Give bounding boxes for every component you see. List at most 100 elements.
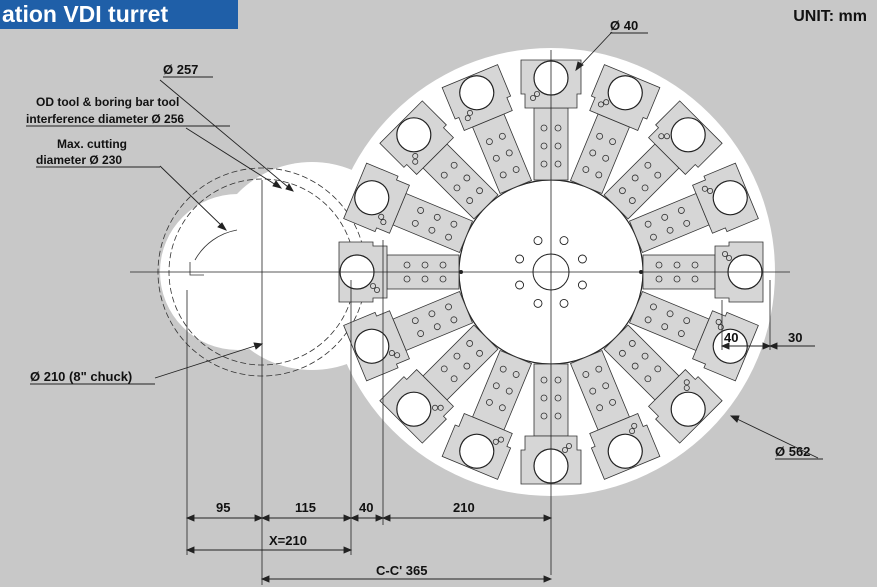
tool-screw [721,250,728,257]
tool-station [343,162,474,254]
holder-hole [596,404,604,412]
tool-station [569,349,661,480]
tool-screw [378,213,385,220]
holder-hole [463,174,471,182]
tool-screw [412,153,419,160]
tool-station [379,324,499,444]
tool-screw [562,446,569,453]
holder-hole [540,160,548,168]
tool-screw [412,158,419,165]
label-dim40-right: 40 [724,330,738,345]
holder-hole [486,138,493,146]
holder-hole [602,382,610,390]
holder-hole [650,303,657,311]
label-od-line2: interference diameter Ø 256 [26,112,184,126]
holder-hole [505,149,513,157]
holder-hole [589,387,597,395]
tool-screw [370,283,377,290]
tool-bore [354,328,390,364]
holder-hole [450,316,458,324]
holder-hole [439,261,447,269]
holder-hole [466,340,474,347]
holder-hole [505,387,513,395]
holder-hole [554,124,562,132]
holder-hole [476,349,483,357]
holder-hole [644,316,652,324]
center-lines [130,50,790,585]
label-dim30: 30 [788,330,802,345]
holder-hole [619,187,626,195]
holder-hole [554,412,562,420]
holder-hole [540,394,548,402]
holder-hole [644,220,652,228]
tool-station [628,162,759,254]
unit-label: UNIT: mm [793,8,867,25]
dimension-lines [185,342,815,583]
holder-hole [691,261,699,269]
dim-95: 95 [216,500,230,515]
holder-hole [655,275,663,283]
label-chuck: Ø 210 (8" chuck) [30,369,132,384]
holder-hole [595,171,603,179]
chuck-jaw-left [189,262,204,276]
holder-hole [421,261,429,269]
holder-hole [589,149,597,157]
holder-hole [486,398,493,406]
holder-hole [450,161,458,169]
holder-hole [554,394,562,402]
holder-hole [683,317,691,325]
tool-screw [701,185,708,192]
dim-x210: X=210 [269,533,307,548]
dim-40: 40 [359,500,373,515]
tool-screw [683,379,690,386]
tool-screw [658,133,665,140]
holder-hole [540,124,548,132]
page-title: ation VDI turret [0,0,238,29]
tool-screw [466,109,473,116]
holder-hole [628,197,636,204]
holder-hole [428,226,436,234]
tool-bore [712,180,748,216]
holder-hole [403,261,411,269]
label-od-line1: OD tool & boring bar tool [36,95,179,109]
tool-screw [464,115,471,122]
holder-hole [440,171,448,179]
tool-screw [631,422,638,429]
holder-hole [453,184,461,192]
holder-hole [433,213,441,221]
tool-bore [607,75,643,111]
holder-hole [677,207,685,214]
holder-hole [440,365,448,373]
bolt-hole [559,236,569,246]
bolt-hole [515,254,525,264]
holder-hole [582,371,590,378]
holder-hole [641,352,649,360]
holder-hole [609,398,616,406]
tool-screw [380,219,387,226]
tool-bore [396,117,432,153]
tool-station [603,100,723,220]
holder-hole [450,375,458,383]
holder-hole [666,310,674,318]
bolt-hole [533,298,543,308]
tool-screw [388,350,395,357]
leader-lines [154,31,819,459]
tool-bore [607,433,643,469]
holder-hole [417,330,425,337]
holder-hole [609,138,616,146]
bolt-hole [533,236,543,246]
tool-screw [707,187,714,194]
holder-hole [421,275,429,283]
tool-bore [354,180,390,216]
label-d257: Ø 257 [163,62,198,77]
tool-bore [459,433,495,469]
holder-hole [631,362,639,370]
holder-hole [411,317,419,325]
holder-hole [683,219,691,227]
tool-screw [529,95,536,102]
label-d562: Ø 562 [775,444,810,459]
holder-hole [540,142,548,150]
holder-hole [499,171,507,179]
